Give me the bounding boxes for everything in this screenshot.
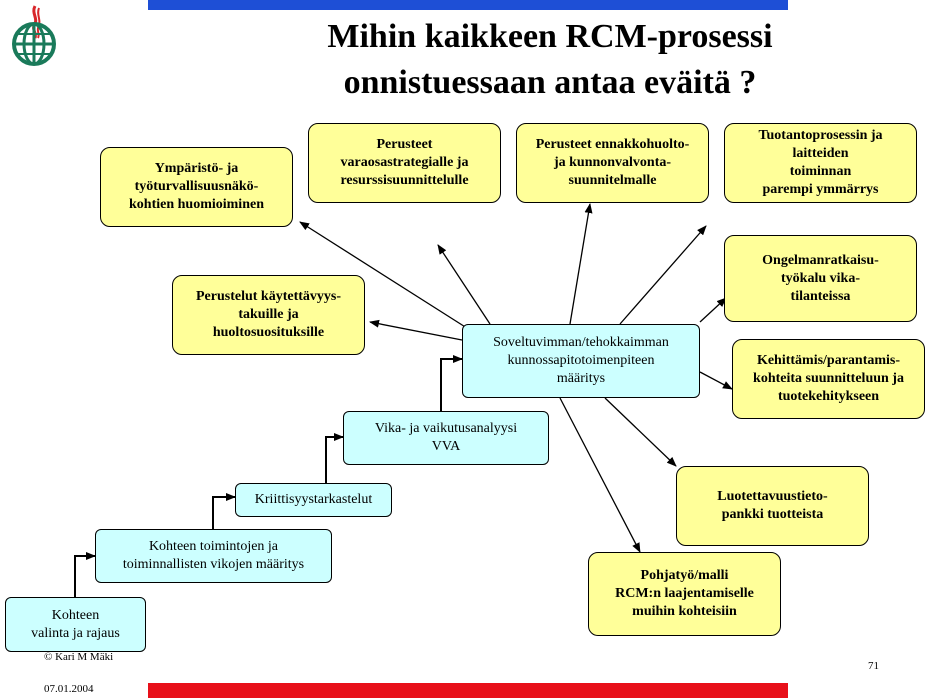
step-fmea: Vika- ja vaikutusanalyysi VVA (343, 411, 549, 465)
arrow-to-environment (299, 221, 471, 331)
outcome-spare-parts-strategy: Perusteet varaosastrategialle ja resurss… (308, 123, 501, 203)
step-target-selection: Kohteen valinta ja rajaus (5, 597, 146, 652)
outcome-maintenance-plan: Perusteet ennakkohuolto- ja kunnonvalvon… (516, 123, 709, 203)
top-accent-bar (148, 0, 788, 10)
organization-logo-icon (12, 5, 56, 66)
arrow-to-development (699, 371, 733, 390)
bottom-accent-bar (148, 683, 788, 698)
outcome-development-targets: Kehittämis/parantamis- kohteita suunnitt… (732, 339, 925, 419)
outcome-process-understanding: Tuotantoprosessin ja laitteiden toiminna… (724, 123, 917, 203)
step-connector-4 (440, 355, 463, 411)
step-connector-3 (325, 433, 344, 483)
outcome-rcm-extension-model: Pohjatyö/malli RCM:n laajentamiselle mui… (588, 552, 781, 636)
slide-title: Mihin kaikkeen RCM-prosessi onnistuessaa… (327, 18, 773, 101)
arrow-to-process-understanding (619, 225, 707, 325)
outcome-reliability-data-bank: Luotettavuustieto- pankki tuotteista (676, 466, 869, 546)
step-connector-2 (212, 493, 236, 529)
arrow-to-reliability-bank (604, 397, 677, 467)
outcome-problem-solving-tool: Ongelmanratkaisu- työkalu vika- tilantei… (724, 235, 917, 322)
step-function-definition: Kohteen toimintojen ja toiminnallisten v… (95, 529, 332, 583)
outcome-warranty-justification: Perustelut käytettävyys- takuille ja huo… (172, 275, 365, 355)
arrow-to-extension-model (559, 397, 641, 553)
outcome-environment-safety: Ympäristö- ja työturvallisuusnäkö- kohti… (100, 147, 293, 227)
arrow-to-maintenance-plan (569, 203, 593, 325)
date-text: 07.01.2004 (44, 683, 94, 695)
page-number: 71 (868, 660, 879, 672)
step-criticality-review: Kriittisyystarkastelut (235, 483, 392, 517)
step-connector-1 (74, 552, 96, 597)
arrow-to-problem-solving (699, 297, 727, 323)
step-maintenance-action-definition: Soveltuvimman/tehokkaimman kunnossapitot… (462, 324, 700, 398)
copyright-text: © Kari M Mäki (44, 651, 114, 663)
arrow-to-spare-parts (437, 244, 491, 325)
arrow-to-warranty (369, 319, 463, 341)
